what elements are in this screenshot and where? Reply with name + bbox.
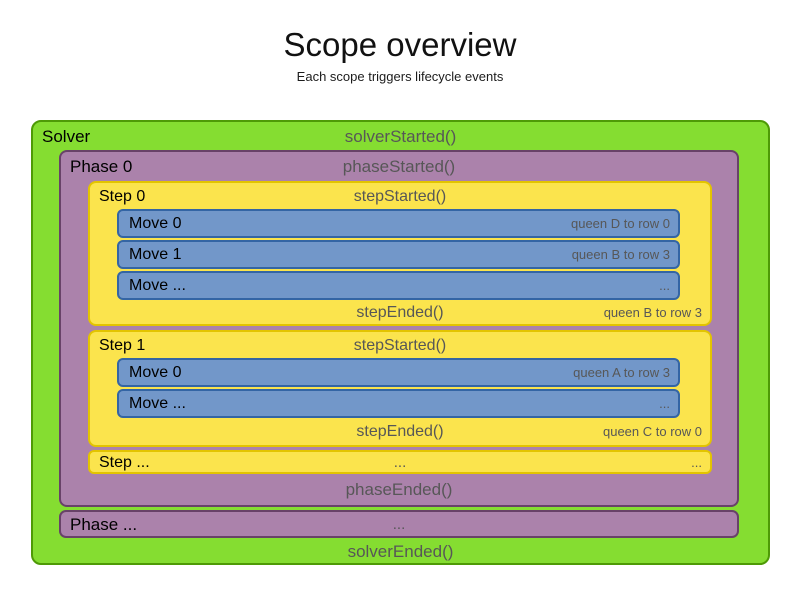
- solver-footer: solverEnded(): [33, 538, 768, 564]
- step-0-box: stepStarted() Step 0 Move 0 queen D to r…: [88, 181, 712, 326]
- step-ended-event: stepEnded(): [356, 423, 444, 440]
- move-row: Move 0 queen D to row 0: [117, 209, 680, 238]
- page-subtitle: Each scope triggers lifecycle events: [296, 69, 504, 84]
- step-more-center-ellipsis: ...: [393, 454, 407, 471]
- phase-0-box: phaseStarted() Phase 0 stepStarted() Ste…: [59, 150, 739, 507]
- move-label: Move 0: [129, 363, 182, 381]
- phase-more-row: ... Phase ...: [61, 512, 737, 538]
- solver-label: Solver: [42, 127, 91, 146]
- step-1-header: stepStarted() Step 1: [90, 332, 710, 358]
- step-more-box: ... Step ... ...: [88, 450, 712, 474]
- step-more-right-ellipsis: ...: [691, 455, 702, 470]
- move-annotation: queen A to row 3: [573, 365, 670, 380]
- step-started-event: stepStarted(): [353, 188, 447, 205]
- phase-more-label: Phase ...: [70, 515, 138, 534]
- phase-0-header: phaseStarted() Phase 0: [61, 152, 737, 181]
- move-label: Move 1: [129, 245, 182, 263]
- move-row: Move ... ...: [117, 271, 680, 300]
- step-ended-annotation: queen C to row 0: [602, 424, 702, 439]
- step-1-box: stepStarted() Step 1 Move 0 queen A to r…: [88, 330, 712, 447]
- phase-0-label: Phase 0: [70, 157, 133, 176]
- step-0-footer: stepEnded() queen B to row 3: [90, 302, 710, 324]
- step-started-event: stepStarted(): [353, 337, 447, 354]
- step-1-footer: stepEnded() queen C to row 0: [90, 420, 710, 445]
- phase-started-event: phaseStarted(): [342, 157, 456, 176]
- step-ended-event: stepEnded(): [356, 304, 444, 321]
- move-row: Move 1 queen B to row 3: [117, 240, 680, 269]
- phase-more-center-ellipsis: ...: [392, 516, 406, 533]
- move-annotation: ...: [659, 396, 670, 411]
- solver-scope-box: solverStarted() Solver phaseStarted() Ph…: [31, 120, 770, 565]
- move-row: Move ... ...: [117, 389, 680, 418]
- move-row: Move 0 queen A to row 3: [117, 358, 680, 387]
- move-label: Move ...: [129, 276, 186, 294]
- page-title: Scope overview: [283, 26, 517, 63]
- step-1-label: Step 1: [99, 337, 146, 354]
- move-annotation: queen D to row 0: [570, 216, 670, 231]
- solver-header: solverStarted() Solver: [33, 122, 768, 150]
- step-more-row: ... Step ... ...: [90, 452, 710, 473]
- move-annotation: ...: [659, 278, 670, 293]
- phase-ended-event: phaseEnded(): [345, 480, 453, 499]
- step-0-label: Step 0: [99, 188, 146, 205]
- move-label: Move 0: [129, 214, 182, 232]
- step-0-header: stepStarted() Step 0: [90, 183, 710, 209]
- phase-more-box: ... Phase ...: [59, 510, 739, 538]
- solver-ended-event: solverEnded(): [347, 542, 454, 561]
- step-more-label: Step ...: [99, 454, 150, 471]
- move-label: Move ...: [129, 394, 186, 412]
- step-ended-annotation: queen B to row 3: [603, 305, 702, 320]
- phase-0-footer: phaseEnded(): [61, 474, 737, 504]
- solver-started-event: solverStarted(): [344, 127, 457, 146]
- move-annotation: queen B to row 3: [571, 247, 670, 262]
